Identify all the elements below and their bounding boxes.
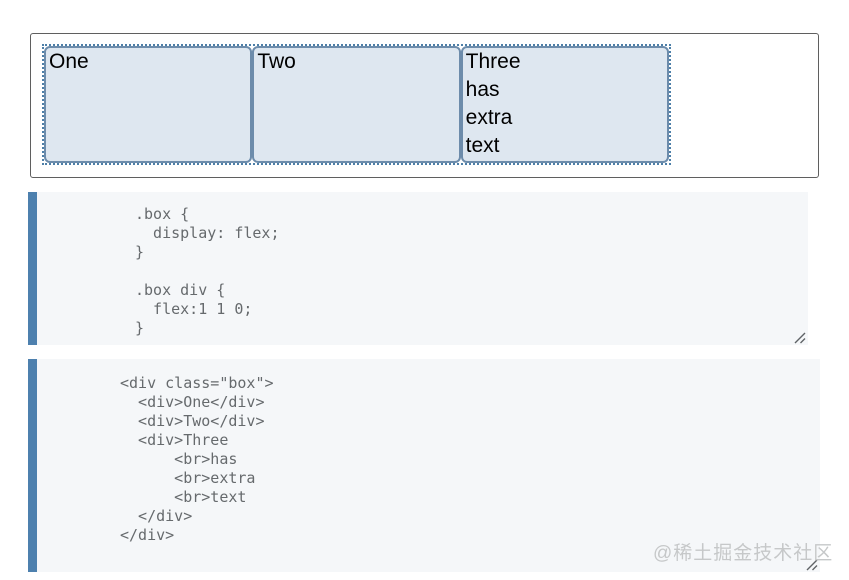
flex-item-one: One [44, 46, 253, 163]
resize-handle-icon[interactable] [793, 331, 806, 344]
flex-demo-frame: One Two Three has extra text [30, 33, 819, 178]
html-code-text: <div class="box"> <div>One</div> <div>Tw… [120, 374, 274, 544]
flex-item-two: Two [252, 46, 461, 163]
resize-handle-icon[interactable] [805, 558, 818, 571]
css-code-text: .box { display: flex; } .box div { flex:… [135, 205, 280, 337]
css-code-block: .box { display: flex; } .box div { flex:… [28, 192, 808, 345]
html-code-block: <div class="box"> <div>One</div> <div>Tw… [28, 359, 820, 572]
flex-container: One Two Three has extra text [42, 44, 671, 165]
flex-item-three: Three has extra text [460, 46, 669, 163]
